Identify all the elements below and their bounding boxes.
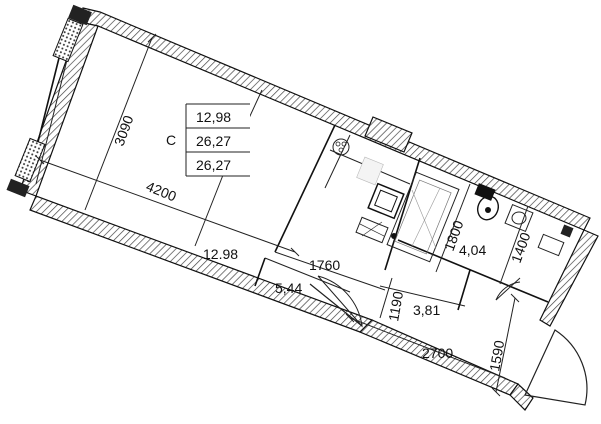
area-bath: 4,04 (459, 242, 486, 258)
room-label-c: С (166, 132, 176, 148)
area-corridor: 3,81 (413, 302, 440, 318)
hall-door (317, 275, 363, 328)
area-living: 12.98 (203, 246, 238, 262)
fridge-icon (355, 216, 389, 244)
dim-1190: 1190 (385, 290, 406, 323)
countertop (356, 156, 384, 186)
entrance-door (524, 329, 588, 406)
washing-machine-icon (537, 224, 574, 257)
kitchen-fixtures (332, 138, 405, 244)
dim-2700: 2700 (422, 345, 453, 361)
table-row-3: 26,27 (196, 157, 231, 173)
bath-door (495, 281, 521, 301)
sink-icon (367, 182, 405, 220)
right-bottom-wall (509, 383, 534, 411)
window-left (6, 4, 92, 198)
summary-table: С 12,98 26,27 26,27 (156, 103, 250, 177)
washbasin-icon (504, 203, 534, 233)
dim-1760: 1760 (309, 257, 340, 273)
vent-shaft (364, 116, 413, 153)
area-hall: 5,44 (275, 280, 302, 296)
table-row-2: 26,27 (196, 133, 231, 149)
bath-fixtures (386, 171, 574, 263)
table-row-1: 12,98 (196, 109, 231, 125)
bathtub-icon (386, 171, 460, 263)
dim-4200: 4200 (144, 178, 179, 205)
dim-1590: 1590 (486, 339, 507, 373)
stove-icon (332, 138, 350, 156)
doors (309, 275, 588, 406)
dim-3090: 3090 (111, 113, 137, 148)
toilet-icon (474, 183, 500, 221)
right-wall (539, 229, 599, 327)
dim-1400: 1400 (508, 230, 534, 265)
outer-walls (19, 7, 599, 411)
dimension-lines (35, 33, 529, 397)
